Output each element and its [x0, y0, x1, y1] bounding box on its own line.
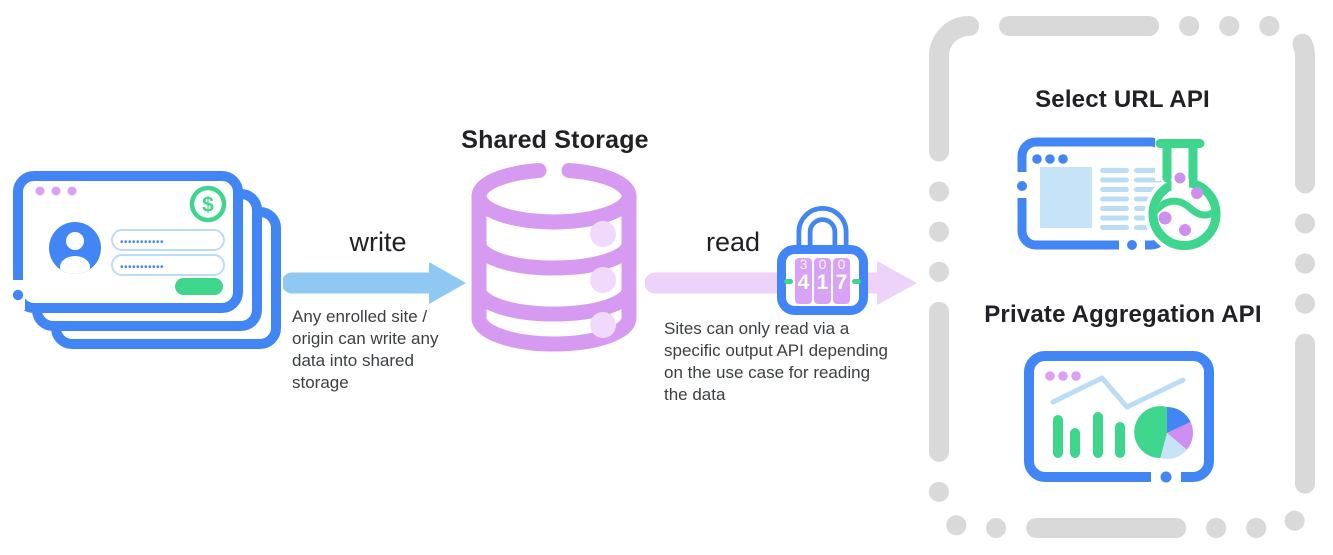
svg-text:$: $ [202, 194, 214, 217]
shared-storage-title: Shared Storage [461, 126, 649, 154]
lock-bottom-digit: 5 [800, 301, 808, 317]
window-dots-icon [35, 186, 77, 196]
svg-text:•••••••••••: ••••••••••• [120, 237, 164, 248]
output-boundary [929, 16, 1315, 538]
read-label: read [705, 227, 761, 257]
private-aggregation-api-icon [1024, 351, 1214, 485]
dash-right [852, 279, 861, 284]
window-dots-icon [1032, 154, 1068, 164]
write-arrow-icon [283, 262, 466, 304]
write-description: Any enrolled site / origin can write any… [292, 307, 439, 392]
select-url-api-icon [1015, 135, 1225, 254]
private-aggregation-api-title: Private Aggregation API [984, 301, 1262, 328]
window-dots-icon [1045, 371, 1081, 381]
flask-icon [1144, 135, 1225, 254]
bar-chart-icon [1053, 412, 1125, 458]
sign-in-button[interactable] [175, 278, 223, 295]
database-icon [471, 163, 637, 352]
lock-code-digit: 4 [798, 271, 810, 294]
browser-window [1015, 137, 1170, 252]
lock-bottom-digit: 2 [819, 301, 827, 317]
dollar-icon: $ [189, 185, 227, 223]
browser-window [1024, 351, 1214, 485]
write-label: write [349, 227, 407, 257]
border-dot [1160, 471, 1172, 483]
database-dots [590, 221, 616, 338]
lock-top-digit: 0 [819, 256, 827, 272]
border-dot [1127, 240, 1137, 250]
password-field-2[interactable]: ••••••••••• [111, 254, 225, 276]
browser-window-front: $ ••••••••••• ••••••••••• [11, 171, 243, 313]
select-url-api-title: Select URL API [1035, 86, 1210, 113]
lock-bottom-digit: 9 [838, 301, 846, 317]
password-field-1[interactable]: ••••••••••• [111, 229, 225, 251]
combination-lock-icon: 3 4 5 0 1 2 0 7 9 [777, 206, 868, 317]
lock-code-digit: 1 [817, 271, 829, 294]
lock-top-digit: 0 [838, 256, 846, 272]
content-block [1040, 167, 1092, 228]
dash-left [784, 279, 793, 284]
pie-chart-icon [1134, 406, 1194, 459]
enrolled-sites-icon: $ ••••••••••• ••••••••••• [11, 171, 281, 349]
avatar-icon [49, 222, 101, 274]
svg-text:•••••••••••: ••••••••••• [120, 262, 164, 273]
lock-dials: 3 4 5 0 1 2 0 7 9 [795, 256, 850, 317]
lock-code-digit: 7 [836, 271, 848, 294]
read-description: Sites can only read via a specific outpu… [664, 319, 888, 404]
line-chart-icon [1050, 375, 1186, 410]
flask-bubbles [1158, 172, 1203, 236]
lock-top-digit: 3 [800, 256, 808, 272]
border-dot [1017, 181, 1027, 191]
border-dot [12, 289, 24, 301]
